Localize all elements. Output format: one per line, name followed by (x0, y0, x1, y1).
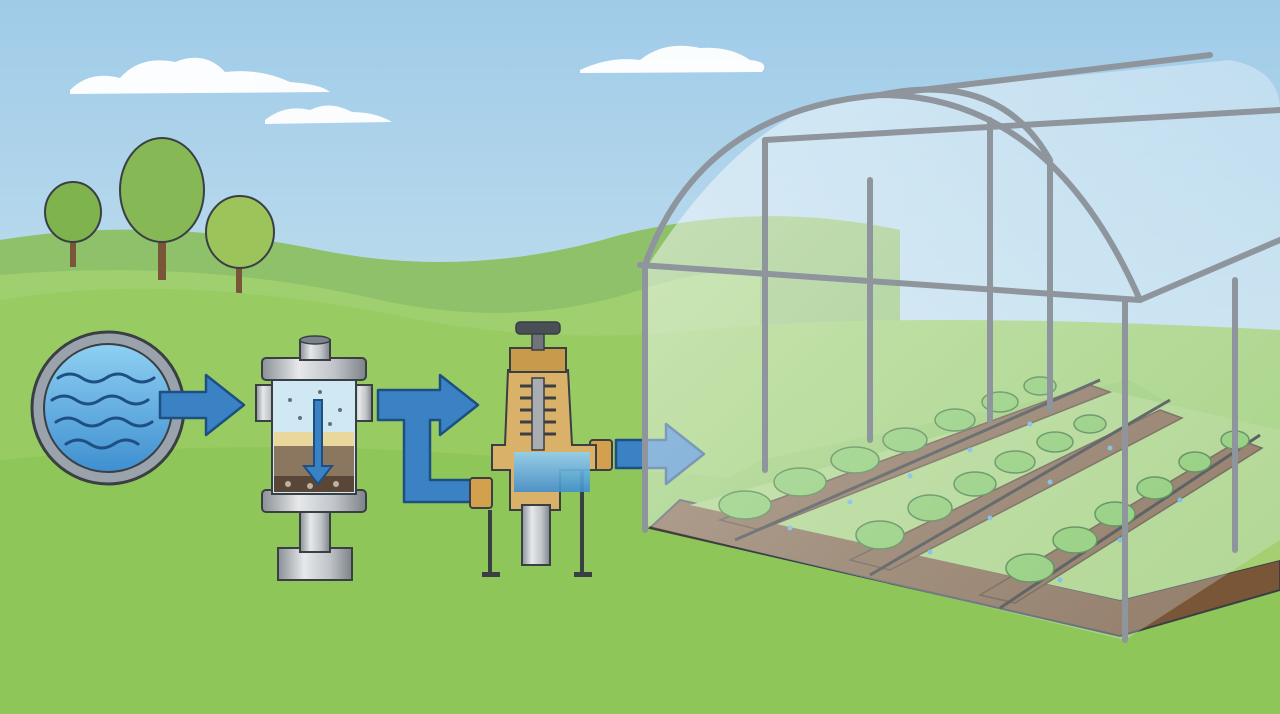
flow-arrow-1 (158, 373, 246, 437)
tree-2 (119, 137, 205, 280)
flow-arrow-2 (376, 373, 480, 504)
clouds (70, 45, 765, 124)
greenhouse-frame (637, 52, 1280, 643)
tree-1 (44, 181, 102, 267)
greenhouse-glass (645, 60, 1280, 640)
tree-3 (205, 195, 275, 295)
greenhouse-icon (637, 52, 1280, 643)
pressure-regulator-icon (469, 321, 613, 577)
sediment-filter-icon (255, 335, 373, 581)
water-source-icon (30, 330, 186, 486)
